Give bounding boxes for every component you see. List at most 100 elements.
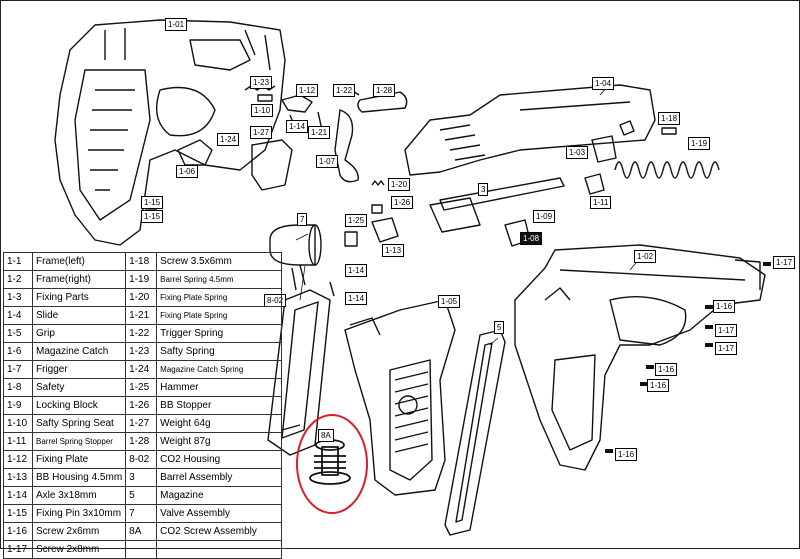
table-cell-name2 <box>156 540 283 559</box>
table-cell-name2: CO2 Screw Assembly <box>156 522 283 541</box>
callout-screw-2x8: 1-17 <box>773 256 796 269</box>
table-cell-name: Frigger <box>31 360 127 379</box>
table-cell-code2: 1-19 <box>125 270 158 289</box>
table-cell-name: Safty Spring Seat <box>31 414 127 433</box>
table-cell-name: Axle 3x18mm <box>31 486 127 505</box>
callout-fixing-pin: 1-15 <box>141 196 164 209</box>
table-cell-code: 1-14 <box>3 486 33 505</box>
right-frame-part <box>514 244 766 471</box>
table-cell-code2: 8-02 <box>125 450 158 469</box>
table-cell-name2: BB Stopper <box>156 396 283 415</box>
callout-weight-87g: 1-28 <box>373 84 396 97</box>
table-cell-code2: 1-28 <box>125 432 158 451</box>
table-cell-name2: Magazine Catch Spring <box>156 360 283 379</box>
table-cell-code: 1-13 <box>3 468 33 487</box>
callout-safty-spring: 1-23 <box>250 76 273 89</box>
callout-trigger-spring: 1-22 <box>333 84 356 97</box>
valve-assembly-part <box>269 217 399 297</box>
table-cell-name2: Screw 3.5x6mm <box>156 252 283 271</box>
table-cell-name2: Weight 64g <box>156 414 283 433</box>
table-cell-code2: 1-22 <box>125 324 158 343</box>
table-cell-name2: Valve Assembly <box>156 504 283 523</box>
callout-barrel-assembly: 3 <box>478 183 489 196</box>
table-cell-name: Barrel Spring Stopper <box>31 432 127 451</box>
callout-weight-64g: 1-27 <box>250 126 273 139</box>
table-cell-code2: 1-27 <box>125 414 158 433</box>
table-cell-code: 1-17 <box>3 540 33 559</box>
table-cell-name: Frame(left) <box>31 252 127 271</box>
table-cell-code2: 1-26 <box>125 396 158 415</box>
callout-fixing-plate-spring-2: 1-20 <box>388 178 411 191</box>
table-cell-code: 1-4 <box>3 306 33 325</box>
table-cell-code: 1-15 <box>3 504 33 523</box>
callout-barrel-spring-stopper: 1-11 <box>590 196 612 209</box>
callout-axle: 1-14 <box>286 120 309 133</box>
trigger-components <box>145 85 408 214</box>
table-cell-code: 1-16 <box>3 522 33 541</box>
left-frame-part <box>54 19 286 246</box>
table-cell-code2: 1-25 <box>125 378 158 397</box>
callout-screw-2x6-2: 1-16 <box>655 363 678 376</box>
table-cell-code2: 1-24 <box>125 360 158 379</box>
table-cell-code2: 1-18 <box>125 252 158 271</box>
callout-frame-right: 1-02 <box>634 250 657 263</box>
callout-hammer: 1-25 <box>345 214 368 227</box>
callout-screw-2x8-2: 1-17 <box>715 324 738 337</box>
grip-part <box>344 299 456 496</box>
callout-valve-assembly: 7 <box>297 213 308 226</box>
table-cell-code2: 8A <box>125 522 158 541</box>
table-cell-code2 <box>125 540 158 559</box>
callout-trigger: 1-07 <box>316 155 339 168</box>
table-cell-code: 1-1 <box>3 252 33 271</box>
callout-screw-2x8-3: 1-17 <box>715 342 738 355</box>
callout-slide: 1-04 <box>592 77 615 90</box>
callout-fixing-plate: 1-12 <box>296 84 319 97</box>
table-cell-name2: Hammer <box>156 378 283 397</box>
table-cell-name: BB Housing 4.5mm <box>31 468 127 487</box>
table-cell-name2: Barrel Assembly <box>156 468 283 487</box>
table-cell-code2: 3 <box>125 468 158 487</box>
table-cell-name2: CO2 Housing <box>156 450 283 469</box>
table-cell-code2: 1-21 <box>125 306 158 325</box>
magazine-part <box>444 329 506 536</box>
table-cell-code2: 1-23 <box>125 342 158 361</box>
slide-part <box>404 84 656 176</box>
table-cell-name2: Fixing Plate Spring <box>156 288 283 307</box>
callout-fixing-pin-2: 1-15 <box>141 210 164 223</box>
callout-frame-left: 1-01 <box>165 18 188 31</box>
table-cell-code: 1-2 <box>3 270 33 289</box>
highlight-circle <box>296 414 368 514</box>
table-cell-name: Magazine Catch <box>31 342 127 361</box>
table-cell-name2: Fixing Plate Spring <box>156 306 283 325</box>
table-cell-code2: 5 <box>125 486 158 505</box>
table-cell-name: Fixing Pin 3x10mm <box>31 504 127 523</box>
table-cell-code: 1-7 <box>3 360 33 379</box>
callout-magazine: 5 <box>494 321 505 334</box>
table-cell-name2: Weight 87g <box>156 432 283 451</box>
callout-fixing-plate-spring: 1-21 <box>308 126 331 139</box>
callout-safety: 1-08 <box>520 232 543 245</box>
table-cell-name: Fixing Parts <box>31 288 127 307</box>
table-cell-name: Frame(right) <box>31 270 127 289</box>
table-cell-name2: Magazine <box>156 486 283 505</box>
table-cell-name2: Safty Spring <box>156 342 283 361</box>
table-cell-name: Grip <box>31 324 127 343</box>
table-cell-name2: Barrel Spring 4.5mm <box>156 270 283 289</box>
table-cell-code: 1-5 <box>3 324 33 343</box>
table-cell-name2: Trigger Spring <box>156 324 283 343</box>
callout-magazine-catch-spring: 1-24 <box>217 133 240 146</box>
callout-locking-block: 1-09 <box>533 210 556 223</box>
callout-grip: 1-05 <box>438 295 461 308</box>
